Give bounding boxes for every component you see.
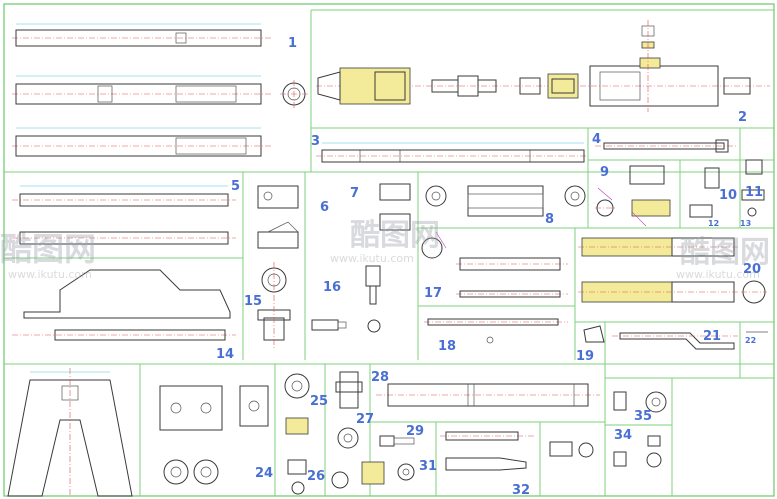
label-part-1: 1 [288, 36, 297, 51]
watermarks: 酷图网 www.ikutu.com 酷图网 www.ikutu.com 酷图网 … [0, 218, 770, 281]
part-25-26-drawing [284, 373, 310, 495]
part-5-drawing [12, 185, 236, 245]
label-part-20: 20 [743, 262, 761, 277]
part-2-drawing [316, 20, 770, 112]
grid-lines [3, 3, 775, 497]
label-part-11: 11 [745, 185, 763, 200]
part-24-drawing [159, 385, 269, 485]
part-32-drawing [440, 431, 536, 471]
label-part-31: 31 [419, 459, 437, 474]
part-17-18-drawing [421, 237, 568, 344]
label-part-24: 24 [255, 466, 273, 481]
watermark-brand: 酷图网 [350, 218, 440, 253]
label-part-14: 14 [216, 347, 234, 362]
watermark-url: www.ikutu.com [330, 252, 414, 265]
part-20-drawing [578, 237, 767, 304]
label-part-35: 35 [634, 409, 652, 424]
label-part-25: 25 [310, 394, 328, 409]
part-29-31-drawing [361, 435, 415, 485]
watermark-url: www.ikutu.com [676, 268, 760, 281]
label-part-4: 4 [592, 132, 601, 147]
part-16-drawing [311, 265, 381, 333]
part-33-35-drawing [549, 391, 667, 468]
label-part-34: 34 [614, 428, 632, 443]
label-part-19: 19 [576, 349, 594, 364]
part-1-drawing [12, 23, 308, 157]
label-part-27: 27 [356, 412, 374, 427]
watermark-brand: 酷图网 [0, 230, 96, 268]
part-28-drawing [376, 383, 600, 407]
label-part-7: 7 [350, 186, 359, 201]
label-part-15: 15 [244, 294, 262, 309]
part-23-drawing [7, 368, 133, 497]
label-part-29: 29 [406, 424, 424, 439]
part-27-drawing [331, 371, 363, 489]
label-part-12: 12 [708, 219, 719, 228]
part-3-drawing [316, 142, 588, 163]
part-labels: 1 2 3 4 5 6 7 8 9 10 11 12 13 14 15 16 1… [216, 36, 763, 498]
part-7-8-drawing [379, 183, 586, 231]
label-part-13: 13 [740, 219, 751, 228]
watermark-brand: 酷图网 [680, 235, 770, 270]
part-6-drawing [257, 185, 299, 249]
part-9-13-drawing [595, 159, 765, 218]
label-part-26: 26 [307, 469, 325, 484]
part-19-22-drawing [583, 325, 768, 350]
watermark-url: www.ikutu.com [8, 268, 92, 281]
label-part-22: 22 [745, 336, 756, 345]
label-part-6: 6 [320, 200, 329, 215]
label-part-9: 9 [600, 165, 609, 180]
part-4-drawing [595, 139, 738, 153]
part-15-drawing [257, 262, 291, 350]
label-part-5: 5 [231, 179, 240, 194]
leader-lines [435, 187, 647, 249]
label-part-32: 32 [512, 483, 530, 498]
label-part-10: 10 [719, 188, 737, 203]
label-part-16: 16 [323, 280, 341, 295]
part-14-drawing [12, 269, 236, 341]
label-part-18: 18 [438, 339, 456, 354]
label-part-2: 2 [738, 110, 747, 125]
label-part-8: 8 [545, 212, 554, 227]
label-part-17: 17 [424, 286, 442, 301]
label-part-28: 28 [371, 370, 389, 385]
label-part-21: 21 [703, 329, 721, 344]
label-part-3: 3 [311, 134, 320, 149]
